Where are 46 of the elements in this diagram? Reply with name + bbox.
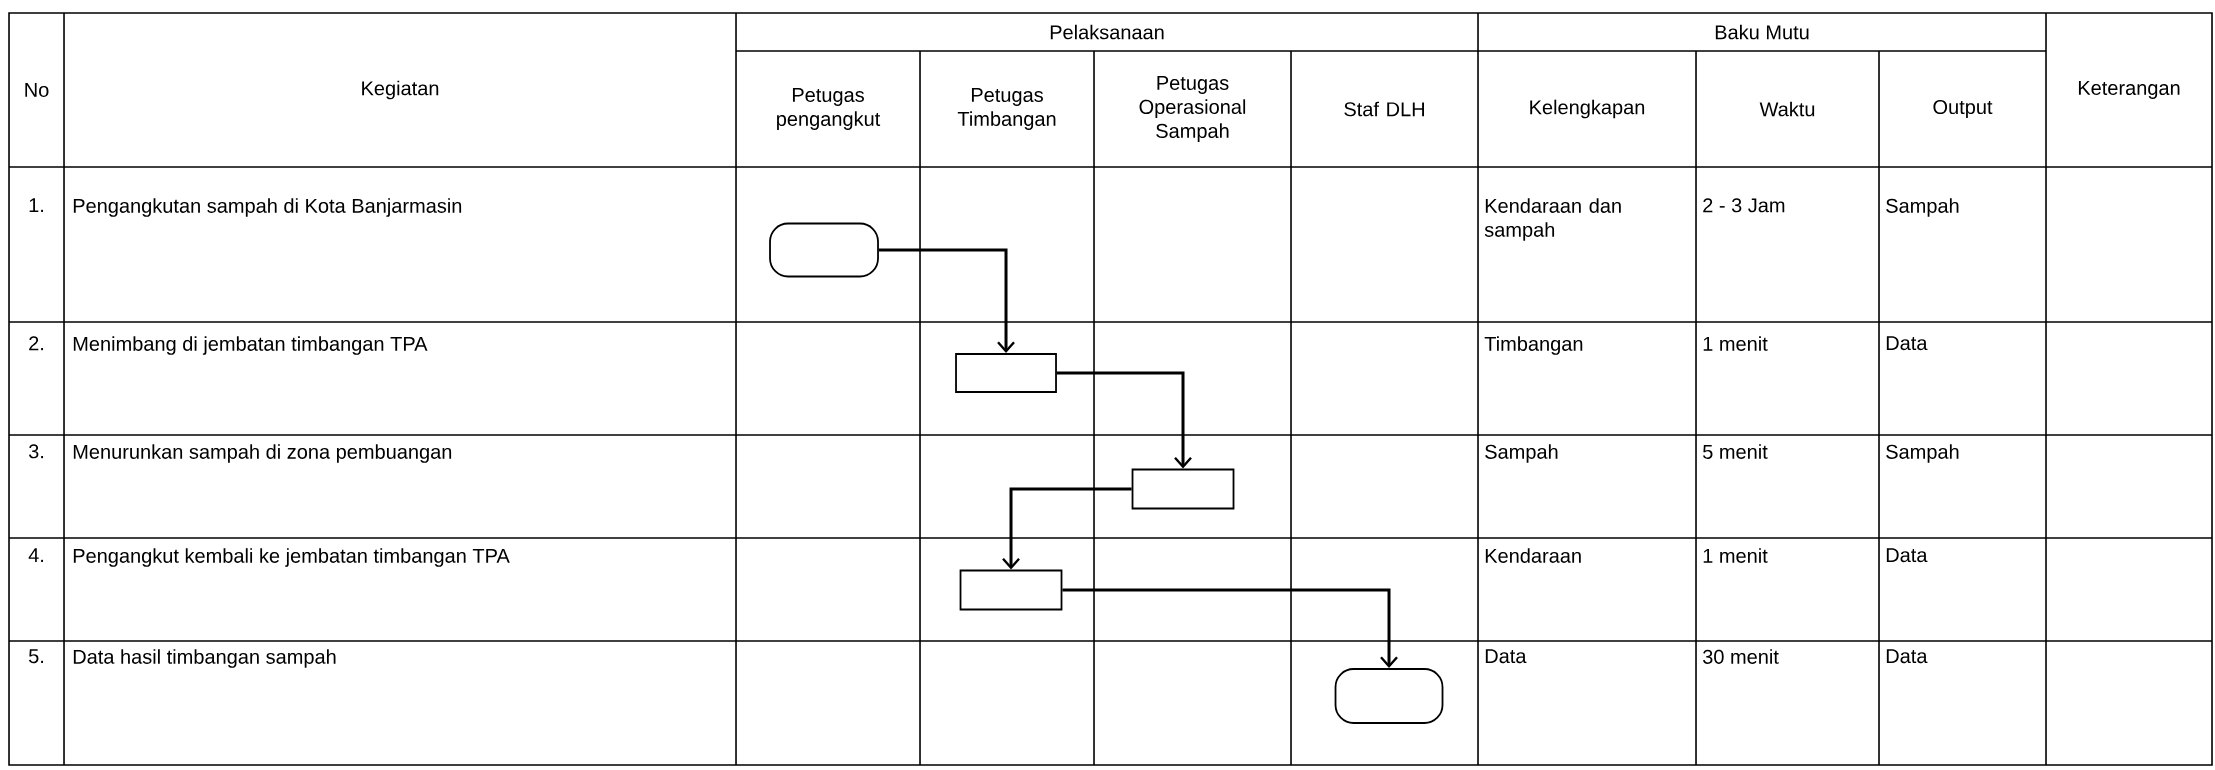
cell-text: Data (1886, 336, 1928, 351)
cell-text: Menimbang di jembatan timbangan TPA (73, 336, 428, 355)
header-text: Keterangan (2078, 81, 2180, 99)
cell-text: Sampah (1886, 444, 1959, 463)
cell-text: 1 menit (1703, 548, 1768, 563)
terminator-shape (769, 222, 879, 278)
header-text: Petugas Operasional Sampah (1139, 76, 1246, 142)
cell-text: Timbangan (1484, 336, 1583, 355)
cell-text: 1 menit (1703, 336, 1768, 351)
cell-text: Sampah (1886, 198, 1959, 217)
cell-text: Pengangkut kembali ke jembatan timbangan TPA (73, 548, 510, 567)
cell-text: Data (1485, 649, 1527, 664)
cell-text: Kendaraan dan sampah (1484, 198, 1621, 241)
cell-text: 30 menit (1703, 649, 1779, 664)
header-text: Staf DLH (1344, 101, 1424, 117)
cell-text: 1. (29, 198, 44, 212)
arrow (1056, 371, 1192, 469)
cell-text: 2. (29, 336, 44, 351)
header-text: Waktu (1759, 101, 1815, 117)
arrow (878, 248, 1015, 354)
header-text: Petugas pengangkut (777, 88, 881, 130)
cell-text: Pengangkutan sampah di Kota Banjarmasin (73, 198, 462, 217)
cell-text: 5 menit (1703, 444, 1768, 459)
process-box (955, 353, 1057, 393)
cell-text: Kendaraan (1485, 548, 1581, 563)
cell-text: Data (1886, 649, 1928, 664)
header-text: Kelengkapan (1530, 99, 1645, 119)
header-text: Petugas Timbangan (957, 88, 1056, 130)
arrow (1062, 588, 1398, 669)
terminator-shape (1334, 668, 1444, 724)
process-box (1131, 468, 1235, 510)
cell-text: 3. (28, 444, 44, 459)
cell-text: 2 - 3 Jam (1703, 198, 1785, 213)
header-text: No (25, 83, 49, 97)
cell-text: Data hasil timbangan sampah (73, 649, 336, 668)
arrow (1002, 487, 1132, 570)
cell-text: 4. (28, 548, 44, 562)
cell-text: Data (1886, 548, 1928, 563)
process-box (959, 569, 1063, 611)
cell-text: Menurunkan sampah di zona pembuangan (73, 444, 452, 463)
cell-text: 5. (29, 649, 44, 664)
cell-text: Sampah (1485, 444, 1558, 463)
header-text: Kegiatan (362, 80, 439, 100)
header-text: Pelaksanaan (1050, 24, 1164, 40)
header-text: Baku Mutu (1715, 24, 1809, 40)
header-text: Output (1933, 99, 1993, 119)
